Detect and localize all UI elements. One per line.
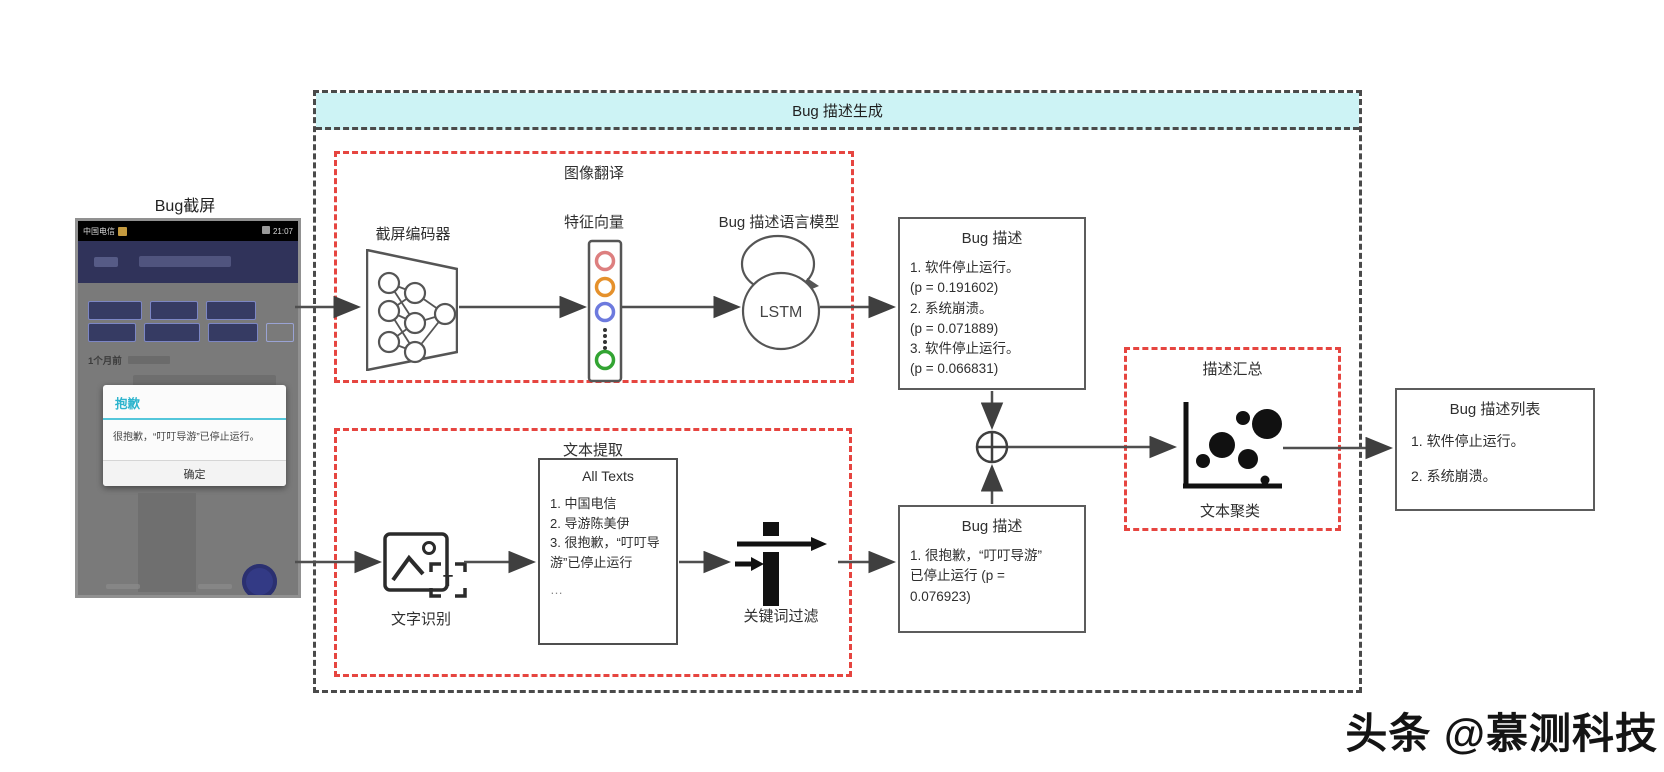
- tag-chip: [208, 323, 258, 342]
- bug-desc-line: (p = 0.066831): [910, 361, 999, 377]
- app-title-blur: [139, 256, 231, 267]
- feature-vector-label: 特征向量: [563, 214, 624, 231]
- input-bar-blur: [133, 375, 276, 386]
- phone-screenshot: 中国电信 21:07 1个月前: [75, 218, 301, 598]
- dialog-title: 抱歉: [115, 397, 141, 411]
- all-texts-item: 2. 导游陈美伊: [550, 515, 630, 531]
- bug-desc-line: 1. 很抱歉，“叮叮导游”: [910, 548, 1043, 563]
- tag-chip: [266, 323, 294, 342]
- tag-chip-row: [88, 323, 294, 342]
- text-extraction-group: 文本提取: [334, 428, 852, 677]
- bug-desc-line: 已停止运行 (p =: [910, 568, 1005, 584]
- phone-carrier: 中国电信: [83, 226, 127, 237]
- container-title-band: Bug 描述生成: [316, 93, 1359, 130]
- tag-chip: [150, 301, 198, 320]
- fab-button: [242, 564, 277, 595]
- sim-icon: [118, 226, 127, 236]
- description-summary-title: 描述汇总: [1202, 361, 1263, 378]
- all-texts-item: 1. 中国电信: [550, 496, 617, 511]
- bug-description-bottom-title: Bug 描述: [961, 518, 1023, 535]
- background-block: [138, 493, 196, 592]
- bug-desc-line: 1. 软件停止运行。: [910, 260, 1020, 275]
- result-item: 2. 系统崩溃。: [1411, 468, 1497, 484]
- description-summary-group: 描述汇总: [1124, 347, 1341, 531]
- footer-item-blur: [198, 584, 232, 589]
- bug-desc-line: (p = 0.191602): [910, 280, 999, 296]
- bug-desc-line: (p = 0.071889): [910, 320, 999, 336]
- ocr-label: 文字识别: [390, 611, 451, 628]
- dialog-message: 很抱歉，“叮叮导游”已停止运行。: [113, 432, 260, 443]
- bug-desc-line: 2. 系统崩溃。: [910, 300, 993, 316]
- phone-caption: Bug截屏: [154, 198, 216, 215]
- all-texts-ellipsis: …: [550, 582, 563, 597]
- timestamp-label: 1个月前: [88, 356, 122, 367]
- bug-description-top-title: Bug 描述: [961, 230, 1023, 247]
- tag-chip-row: [88, 301, 256, 320]
- text-extraction-title: 文本提取: [562, 442, 623, 459]
- tag-chip: [88, 301, 142, 320]
- bug-desc-line: 3. 软件停止运行。: [910, 341, 1020, 356]
- timestamp-row: 1个月前: [88, 353, 170, 367]
- ocr-icon: T: [383, 532, 467, 598]
- image-translation-title: 图像翻译: [563, 165, 624, 182]
- crash-dialog: 抱歉 很抱歉，“叮叮导游”已停止运行。 确定: [103, 385, 286, 486]
- phone-app-header: [78, 241, 298, 283]
- phone-status-right: 21:07: [261, 226, 293, 236]
- keyword-filter-label: 关键词过滤: [743, 608, 819, 625]
- encoder-label: 截屏编码器: [375, 226, 451, 243]
- all-texts-box: All Texts 1. 中国电信 2. 导游陈美伊 3. 很抱歉，“叮叮导游”…: [538, 458, 678, 645]
- bug-description-list-box: Bug 描述列表 1. 软件停止运行。 2. 系统崩溃。: [1395, 388, 1595, 511]
- bug-description-list-title: Bug 描述列表: [1449, 401, 1541, 418]
- all-texts-item: 3. 很抱歉，“叮叮导游”已停止运行: [550, 535, 660, 570]
- bug-description-top-box: Bug 描述 1. 软件停止运行。 (p = 0.191602) 2. 系统崩溃…: [898, 217, 1086, 390]
- language-model-label: Bug 描述语言模型: [718, 214, 840, 231]
- tag-chip: [206, 301, 256, 320]
- container-title: Bug 描述生成: [792, 102, 883, 120]
- feature-vector-icon: [587, 239, 623, 383]
- signal-icon: [261, 226, 270, 234]
- dialog-divider: [103, 418, 286, 420]
- phone-app-body: 1个月前 抱歉 很抱歉，“叮叮导游”已停止运行。 确定: [78, 283, 298, 595]
- phone-status-bar: 中国电信 21:07: [78, 221, 298, 241]
- footer-item-blur: [106, 584, 140, 589]
- text-clustering-label: 文本聚类: [1199, 503, 1260, 520]
- all-texts-title: All Texts: [582, 468, 634, 484]
- tag-chip: [88, 323, 136, 342]
- bug-desc-line: 0.076923): [910, 588, 971, 604]
- screenshot-encoder-icon: [366, 249, 458, 371]
- bug-description-bottom-box: Bug 描述 1. 很抱歉，“叮叮导游” 已停止运行 (p = 0.076923…: [898, 505, 1086, 633]
- timestamp-number-blur: [127, 356, 170, 364]
- bug-description-generation-container: Bug 描述生成: [313, 90, 1362, 693]
- watermark: 头条 @慕测科技: [1345, 710, 1658, 757]
- keyword-filter-icon: [735, 522, 827, 606]
- lstm-icon: LSTM: [740, 234, 821, 351]
- lstm-text: LSTM: [760, 304, 803, 321]
- dialog-ok-button: 确定: [103, 460, 286, 486]
- back-button-blur: [94, 257, 118, 267]
- tag-chip: [144, 323, 200, 342]
- svg-text:T: T: [443, 573, 453, 590]
- result-item: 1. 软件停止运行。: [1411, 433, 1525, 449]
- text-clustering-icon: [1183, 402, 1282, 489]
